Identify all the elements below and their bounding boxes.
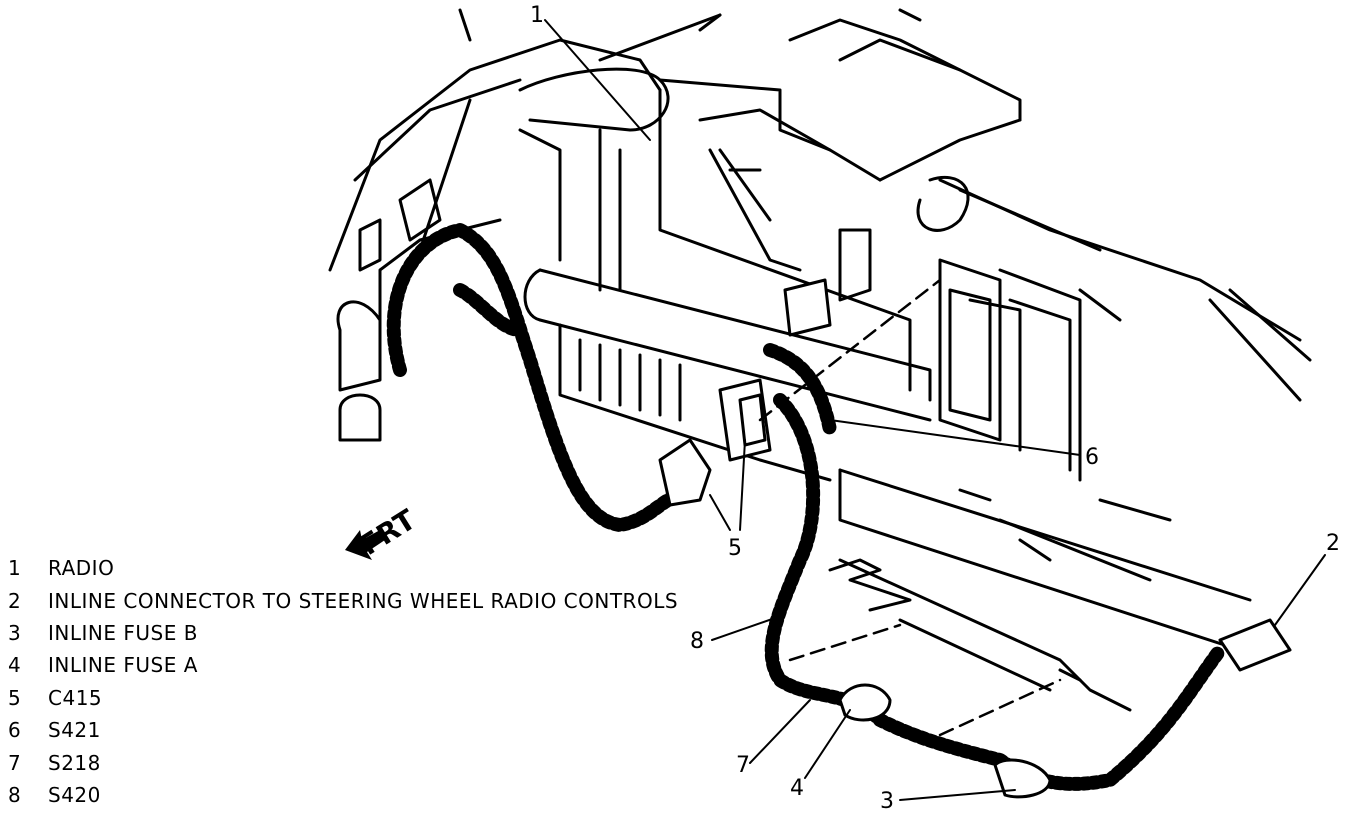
callout-8: 8 — [690, 629, 704, 654]
legend-row: 3 INLINE FUSE B — [8, 617, 748, 649]
legend-number: 5 — [8, 685, 22, 710]
c415-connector-pair — [658, 278, 832, 507]
legend-number: 1 — [8, 556, 22, 581]
cross-car-beam — [523, 268, 1252, 652]
legend-number: 2 — [8, 588, 22, 613]
callout-3: 3 — [880, 789, 894, 814]
front-direction-arrow-icon — [345, 530, 385, 560]
legend-number: 7 — [8, 750, 22, 775]
legend-number: 4 — [8, 653, 22, 678]
inline-fuse-b — [993, 758, 1052, 799]
callout-leaders — [544, 19, 1326, 801]
installation-guide-lines — [758, 278, 1062, 737]
legend-label: S420 — [48, 782, 101, 807]
parts-legend: 1 RADIO 2 INLINE CONNECTOR TO STEERING W… — [8, 552, 748, 811]
right-side-panel — [938, 258, 1172, 582]
lower-trim-panel — [828, 558, 1132, 712]
callout-1: 1 — [530, 3, 544, 28]
callout-5: 5 — [728, 536, 742, 561]
inline-fuse-a — [838, 683, 892, 722]
legend-row: 5 C415 — [8, 682, 748, 714]
legend-label: INLINE FUSE B — [48, 620, 198, 645]
legend-label: S218 — [48, 750, 101, 775]
callout-2: 2 — [1326, 531, 1340, 556]
legend-row: 2 INLINE CONNECTOR TO STEERING WHEEL RAD… — [8, 584, 748, 616]
legend-label: RADIO — [48, 556, 115, 581]
steering-radio-controls-connector — [1218, 618, 1292, 672]
legend-row: 8 S420 — [8, 779, 748, 811]
legend-label: S421 — [48, 718, 101, 743]
callout-6: 6 — [1085, 445, 1099, 470]
legend-row: 6 S421 — [8, 714, 748, 746]
legend-row: 4 INLINE FUSE A — [8, 649, 748, 681]
legend-number: 6 — [8, 718, 22, 743]
callout-7: 7 — [736, 753, 750, 778]
legend-label: INLINE FUSE A — [48, 653, 198, 678]
legend-label: C415 — [48, 685, 103, 710]
legend-row: 7 S218 — [8, 746, 748, 778]
legend-label: INLINE CONNECTOR TO STEERING WHEEL RADIO… — [48, 588, 679, 613]
legend-number: 3 — [8, 620, 22, 645]
legend-number: 8 — [8, 782, 22, 807]
callout-4: 4 — [790, 776, 804, 801]
instrument-panel-structure — [328, 8, 1312, 442]
legend-row: 1 RADIO — [8, 552, 748, 584]
radio-wiring-harness — [386, 223, 1227, 791]
